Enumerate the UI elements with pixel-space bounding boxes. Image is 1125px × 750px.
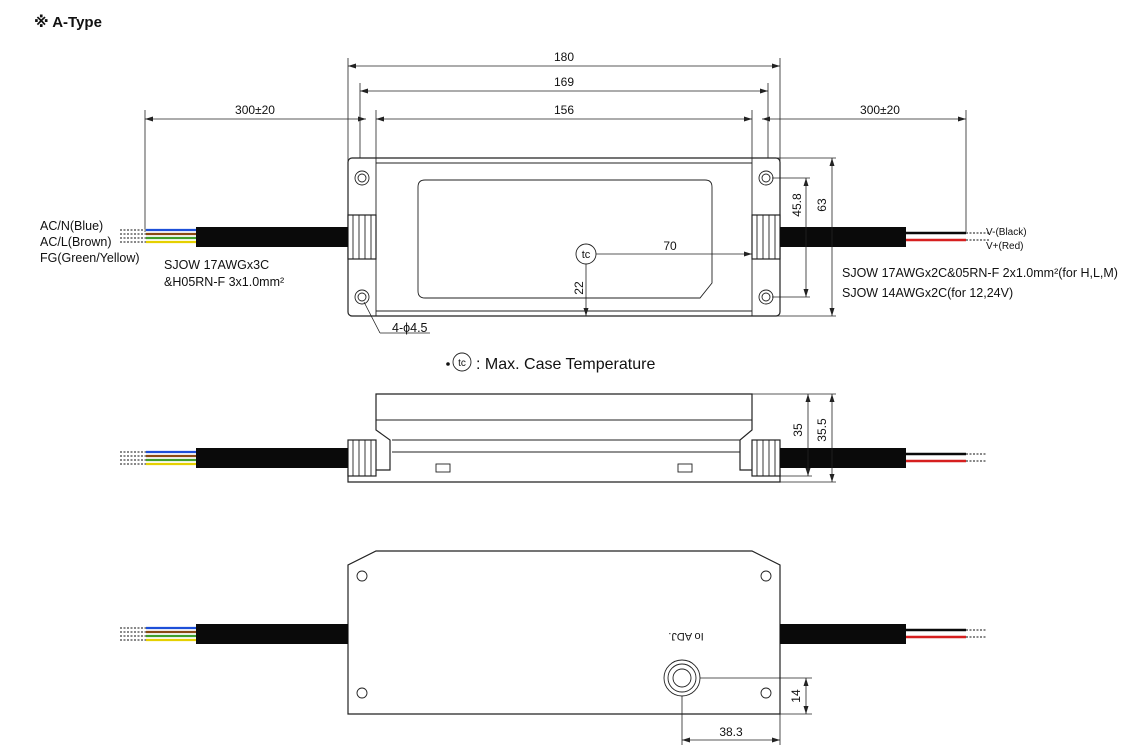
tc-note-symbol: tc xyxy=(458,358,466,369)
mount-hole-icon xyxy=(356,570,368,582)
bottom-view: Io ADJ. 14 38.3 xyxy=(120,550,986,745)
label-input-cable-1: SJOW 17AWGx3C xyxy=(164,258,269,272)
label-v-minus: V-(Black) xyxy=(986,227,1027,238)
output-cable xyxy=(780,227,906,247)
output-gland xyxy=(751,214,781,260)
side-view: 35 35.5 xyxy=(120,393,986,483)
dim-side-h2: 35.5 xyxy=(815,418,829,442)
label-ac-n: AC/N(Blue) xyxy=(40,219,103,233)
tc-note-text: : Max. Case Temperature xyxy=(476,356,655,373)
mount-hole-icon xyxy=(354,170,370,186)
dim-hole-pitch: 169 xyxy=(554,75,574,89)
tc-note-icon xyxy=(452,352,472,372)
drawing-title: ※ A-Type xyxy=(34,13,102,31)
mount-hole-icon xyxy=(760,687,772,699)
dim-holes: 4-ϕ4.5 xyxy=(392,321,428,335)
top-view: 180 169 156 300±20 300±20 xyxy=(40,50,1118,335)
label-fg: FG(Green/Yellow) xyxy=(40,251,140,265)
tc-note: tc : Max. Case Temperature xyxy=(446,352,655,373)
input-gland xyxy=(347,214,377,260)
case-side-outline xyxy=(347,393,781,483)
mount-hole-icon xyxy=(356,687,368,699)
mount-hole-icon xyxy=(760,570,772,582)
dim-tc-y: 22 xyxy=(572,281,586,295)
dim-cable-right: 300±20 xyxy=(860,103,900,117)
case-bottom-outline xyxy=(347,550,781,715)
label-output-cable-1: SJOW 17AWGx2C&05RN-F 2x1.0mm²(for H,L,M) xyxy=(842,266,1118,280)
label-v-plus: V+(Red) xyxy=(986,241,1024,252)
input-cable xyxy=(196,227,348,247)
dim-overall-length: 180 xyxy=(554,50,574,64)
label-output-cable-2: SJOW 14AWGx2C(for 12,24V) xyxy=(842,286,1013,300)
dim-height-outer: 63 xyxy=(815,198,829,212)
adj-label: Io ADJ. xyxy=(668,630,703,642)
tc-symbol-text: tc xyxy=(582,249,591,261)
dim-adj-x: 38.3 xyxy=(719,725,743,739)
label-input-cable-2: &H05RN-F 3x1.0mm² xyxy=(164,275,284,289)
dim-cable-left: 300±20 xyxy=(235,103,275,117)
dim-tc-x: 70 xyxy=(663,239,677,253)
dim-adj-y: 14 xyxy=(789,689,803,703)
label-ac-l: AC/L(Brown) xyxy=(40,235,112,249)
mount-hole-icon xyxy=(354,289,370,305)
dim-height-inner: 45.8 xyxy=(790,193,804,217)
dim-side-h1: 35 xyxy=(791,423,805,437)
case-top-outline xyxy=(347,157,781,317)
dim-body-length: 156 xyxy=(554,103,574,117)
label-area xyxy=(417,179,713,299)
